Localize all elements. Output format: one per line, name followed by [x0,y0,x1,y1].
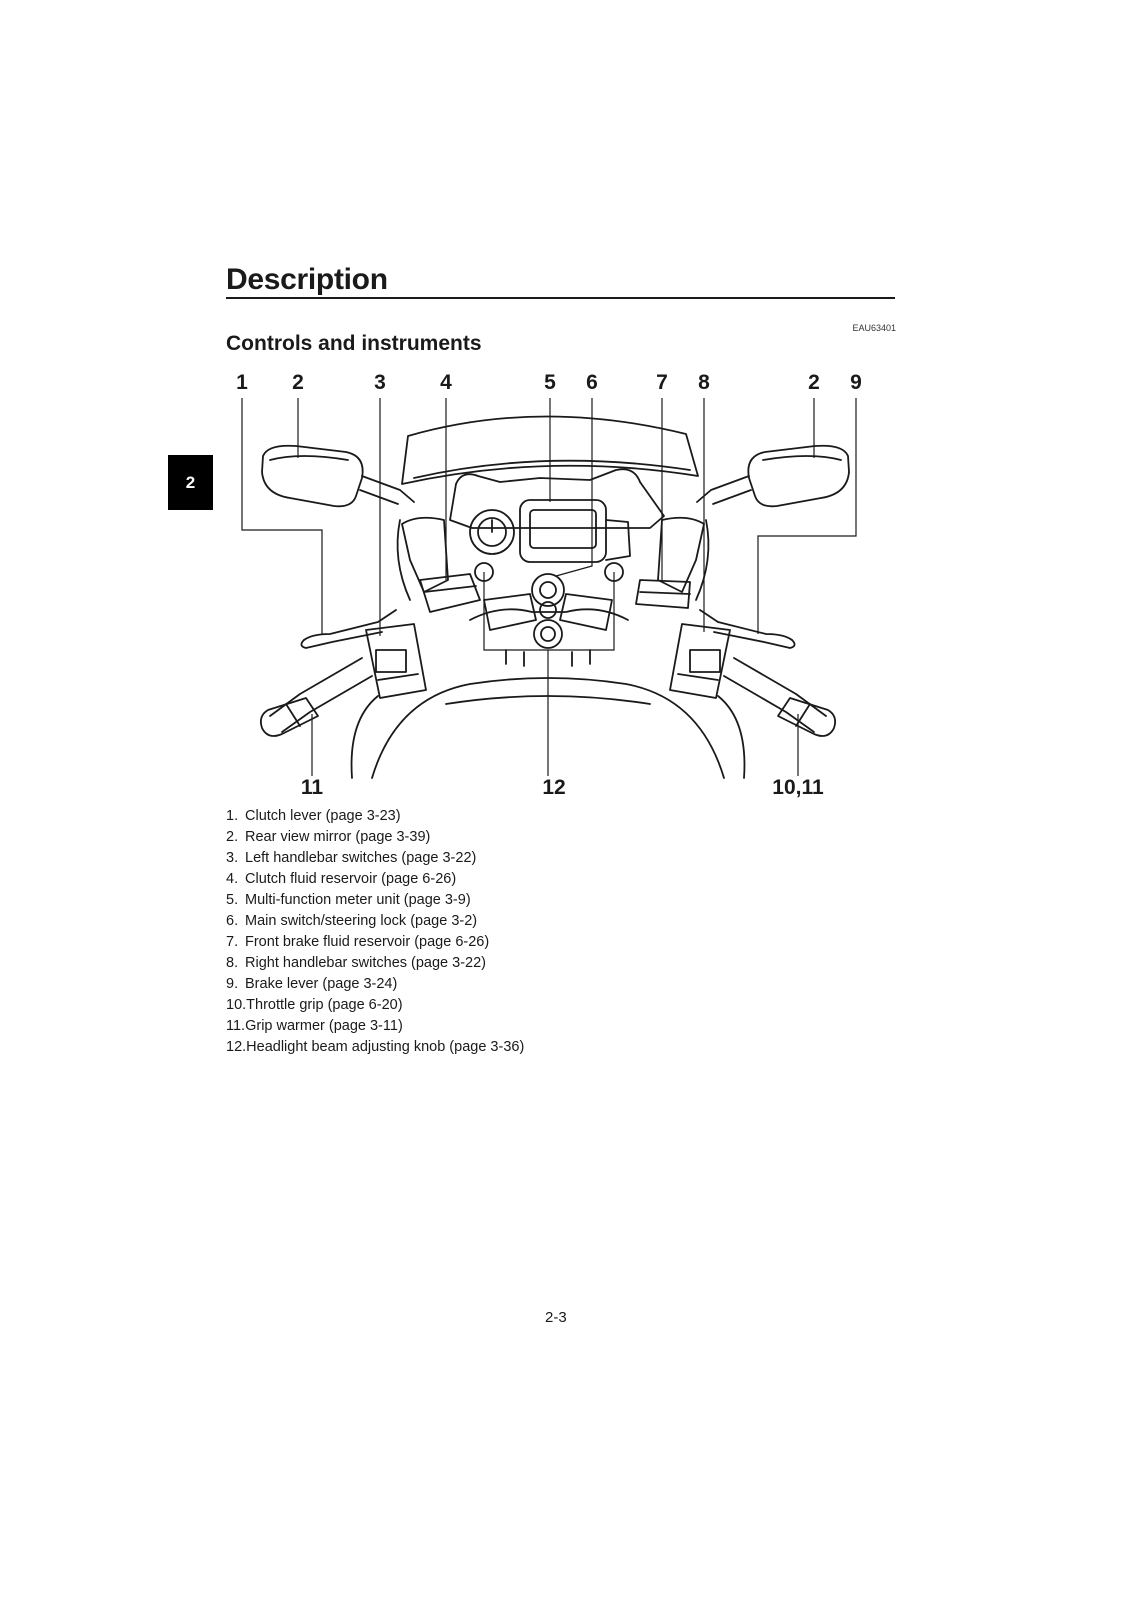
legend-item: 2. Rear view mirror (page 3-39) [226,827,524,848]
legend-item: 5. Multi-function meter unit (page 3-9) [226,890,524,911]
legend-number: 3. [226,850,239,866]
legend-number: 8. [226,955,239,971]
callout-11: 11 [300,776,324,799]
left-handlebar [269,657,363,717]
legend-text: Right handlebar switches (page 3-22) [245,955,486,971]
legend-item: 3. Left handlebar switches (page 3-22) [226,848,524,869]
title-rule [226,297,895,299]
callout-2-left: 2 [292,371,304,394]
legend-item: 7. Front brake fluid reservoir (page 6-26… [226,932,524,953]
callout-1: 1 [236,371,248,394]
leader-12b [548,572,615,651]
legend-text: Front brake fluid reservoir (page 6-26) [245,934,490,950]
clutch-reservoir [419,573,481,613]
legend-text: Headlight beam adjusting knob (page 3-36… [246,1039,525,1055]
right-mirror-outline [747,444,850,508]
brake-lever [699,609,793,641]
callout-8: 8 [698,371,710,394]
callout-10-11: 10,11 [772,776,824,799]
legend-number: 11. [226,1018,246,1034]
document-code: EAU63401 [852,323,896,333]
page-number: 2-3 [545,1309,567,1326]
callout-5: 5 [544,371,556,394]
legend-item: 8. Right handlebar switches (page 3-22) [226,953,524,974]
leader-12 [483,572,549,776]
legend-item: 12.Headlight beam adjusting knob (page 3… [226,1037,524,1058]
legend-text: Clutch fluid reservoir (page 6-26) [245,871,457,887]
legend-number: 12. [226,1039,247,1055]
legend-text: Main switch/steering lock (page 3-2) [245,913,478,929]
legend-number: 4. [226,871,239,887]
meter-screen [519,499,607,563]
callout-4: 4 [440,371,452,394]
left-mirror-outline [261,444,364,508]
legend-number: 7. [226,934,239,950]
legend-item: 10.Throttle grip (page 6-20) [226,995,524,1016]
legend-text: Grip warmer (page 3-11) [245,1018,403,1034]
legend-number: 9. [226,976,239,992]
callout-7: 7 [656,371,668,394]
leader-1 [241,398,323,634]
callout-9: 9 [850,371,862,394]
callout-2-right: 2 [808,371,820,394]
legend-text: Multi-function meter unit (page 3-9) [245,892,471,908]
page-title: Description [226,263,388,296]
parts-legend: 1. Clutch lever (page 3-23) 2. Rear view m… [226,806,524,1058]
callout-3: 3 [374,371,386,394]
chapter-tab[interactable]: 2 [168,455,213,510]
legend-number: 2. [226,829,239,845]
legend-number: 5. [226,892,239,908]
legend-item: 4. Clutch fluid reservoir (page 6-26) [226,869,524,890]
legend-number: 10. [226,997,247,1013]
right-handlebar [733,657,827,717]
legend-text: Throttle grip (page 6-20) [246,997,403,1013]
controls-diagram [241,398,857,779]
section-title: Controls and instruments [226,332,482,355]
windscreen-outline [401,415,699,485]
legend-text: Clutch lever (page 3-23) [245,808,401,824]
leader-6 [555,398,593,577]
legend-item: 9. Brake lever (page 3-24) [226,974,524,995]
right-switch-block [669,623,731,699]
leader-9 [757,398,857,634]
brake-reservoir [635,579,691,609]
right-grip [777,697,837,737]
legend-text: Rear view mirror (page 3-39) [245,829,431,845]
legend-text: Left handlebar switches (page 3-22) [245,850,477,866]
callout-12: 12 [542,776,566,799]
left-switch-block [365,623,427,699]
left-grip [259,697,319,737]
callout-6: 6 [586,371,598,394]
legend-item: 6. Main switch/steering lock (page 3-2) [226,911,524,932]
main-switch [531,573,565,607]
headlight-knob [533,619,563,649]
legend-text: Brake lever (page 3-24) [245,976,398,992]
clutch-lever [303,609,397,641]
legend-item: 1. Clutch lever (page 3-23) [226,806,524,827]
legend-item: 11.Grip warmer (page 3-11) [226,1016,524,1037]
legend-number: 6. [226,913,239,929]
legend-number: 1. [226,808,239,824]
